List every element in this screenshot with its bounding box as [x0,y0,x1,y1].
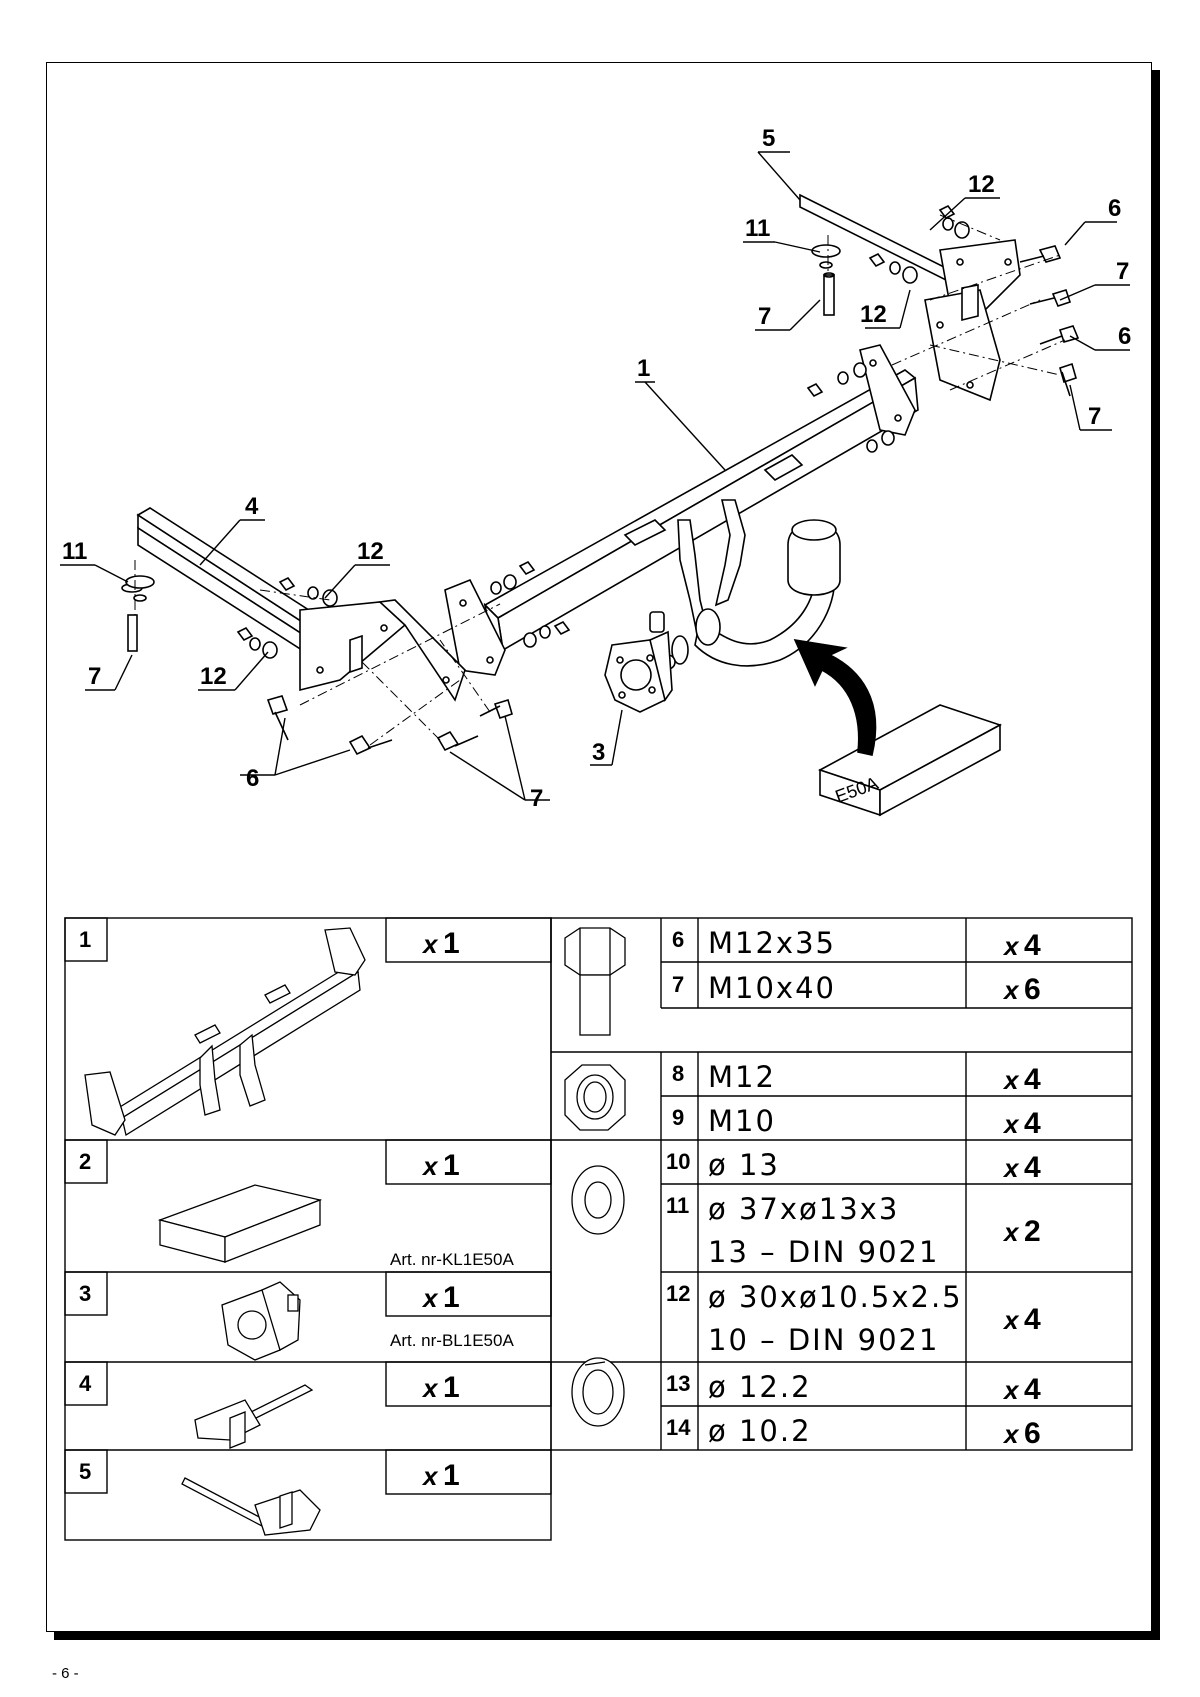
thumb-nut [564,1064,626,1131]
part-13-number: 13 [666,1371,690,1396]
part-10-qty-prefix: x [1002,1153,1020,1183]
callout-4: 5 [762,125,775,152]
part-11-spec-line2: 13 – DIN 9021 [708,1235,939,1269]
part-11-qty: 2 [1024,1215,1041,1248]
part-6-number: 6 [672,927,684,952]
alignment-lines [134,214,1066,746]
part-13-qty: 4 [1024,1373,1041,1406]
callout-7-right: 7 [1088,403,1101,430]
part-10-number: 10 [666,1149,690,1174]
connector-box-part-2 [793,638,1003,817]
callout-12-lower: 12 [200,663,227,690]
part-8-number: 8 [672,1061,684,1086]
callout-7-top: 7 [1116,258,1129,285]
thumb-crossbar [84,927,366,1137]
crossbar-part-1 [444,344,919,676]
part-3-number: 3 [79,1281,91,1306]
part-8-qty-prefix: x [1002,1065,1020,1095]
callout-12-right: 12 [860,301,887,328]
part-8-spec: M12 [708,1060,776,1094]
part-2-number: 2 [79,1149,91,1174]
part-1-qty: 1 [443,927,460,960]
parts-table-grid [64,917,1133,1541]
fasteners [121,204,1080,756]
bracket-part-4 [799,193,1021,402]
callout-labels: 5 12 6 11 7 7 12 6 7 1 4 11 12 7 12 6 7 … [62,125,1131,812]
part-5-number: 5 [79,1459,91,1484]
socket-plate-part-3 [604,611,673,713]
callout-5: 4 [245,493,259,520]
part-14-number: 14 [666,1415,691,1440]
thumb-bolt [564,927,626,1036]
callout-7-stud: 7 [758,303,771,330]
callout-6-right: 6 [1118,323,1131,350]
callout-6-bottom: 6 [246,765,259,792]
thumb-spring-washer [571,1357,625,1427]
part-9-number: 9 [672,1105,684,1130]
part-11-qty-prefix: x [1002,1217,1020,1247]
part-1-qty-prefix: x [421,929,439,959]
part-10-spec: ø 13 [708,1148,780,1182]
part-5-qty: 1 [443,1459,460,1492]
part-14-qty-prefix: x [1002,1419,1020,1449]
part-7-number: 7 [672,972,684,997]
part-14-qty: 6 [1024,1417,1041,1450]
callout-3: 3 [592,739,605,766]
part-2-qty-prefix: x [421,1151,439,1181]
part-4-qty: 1 [443,1371,460,1404]
callout-7-bottom: 7 [530,785,543,812]
callout-leaders [60,151,1130,801]
bracket-part-5 [136,507,466,702]
part-5-qty-prefix: x [421,1461,439,1491]
part-9-qty: 4 [1024,1107,1041,1140]
callout-11-right: 11 [745,215,770,242]
part-7-qty-prefix: x [1002,975,1020,1005]
thumb-socket-plate [221,1281,301,1361]
part-11-number: 11 [666,1193,689,1218]
thumb-bracket-5 [181,1477,321,1536]
part-6-spec: M12x35 [708,926,836,960]
part-9-qty-prefix: x [1002,1109,1020,1139]
part-10-qty: 4 [1024,1151,1041,1184]
callout-12-top: 12 [968,171,995,198]
part-1-number: 1 [79,927,91,952]
part-2-article-number: Art. nr-KL1E50A [390,1250,514,1269]
callout-6-top: 6 [1108,195,1121,222]
callout-12-left: 12 [357,538,384,565]
part-9-spec: M10 [708,1104,776,1138]
part-3-article-number: Art. nr-BL1E50A [390,1331,514,1350]
part-4-number: 4 [79,1371,92,1396]
part-3-qty-prefix: x [421,1283,439,1313]
part-12-spec-line1: ø 30xø10.5x2.5 [708,1280,963,1314]
part-6-qty: 4 [1024,929,1041,962]
part-4-qty-prefix: x [421,1373,439,1403]
part-12-qty-prefix: x [1002,1305,1020,1335]
part-7-spec: M10x40 [708,971,836,1005]
thumb-box [157,1184,323,1263]
part-13-qty-prefix: x [1002,1375,1020,1405]
part-12-number: 12 [666,1281,690,1306]
part-2-qty: 1 [443,1149,460,1182]
part-8-qty: 4 [1024,1063,1041,1096]
callout-11-left: 11 [62,538,87,565]
part-14-spec: ø 10.2 [708,1414,812,1448]
part-12-spec-line2: 10 – DIN 9021 [708,1323,939,1357]
part-11-spec-line1: ø 37xø13x3 [708,1192,899,1226]
thumb-washer [571,1165,625,1235]
callout-1: 1 [637,355,650,382]
page-number: - 6 - [52,1665,79,1682]
part-13-spec: ø 12.2 [708,1370,812,1404]
thumb-bracket-4 [194,1384,314,1449]
callout-7-left: 7 [88,663,101,690]
part-7-qty: 6 [1024,973,1041,1006]
part-12-qty: 4 [1024,1303,1041,1336]
part-6-qty-prefix: x [1002,931,1020,961]
part-3-qty: 1 [443,1281,460,1314]
